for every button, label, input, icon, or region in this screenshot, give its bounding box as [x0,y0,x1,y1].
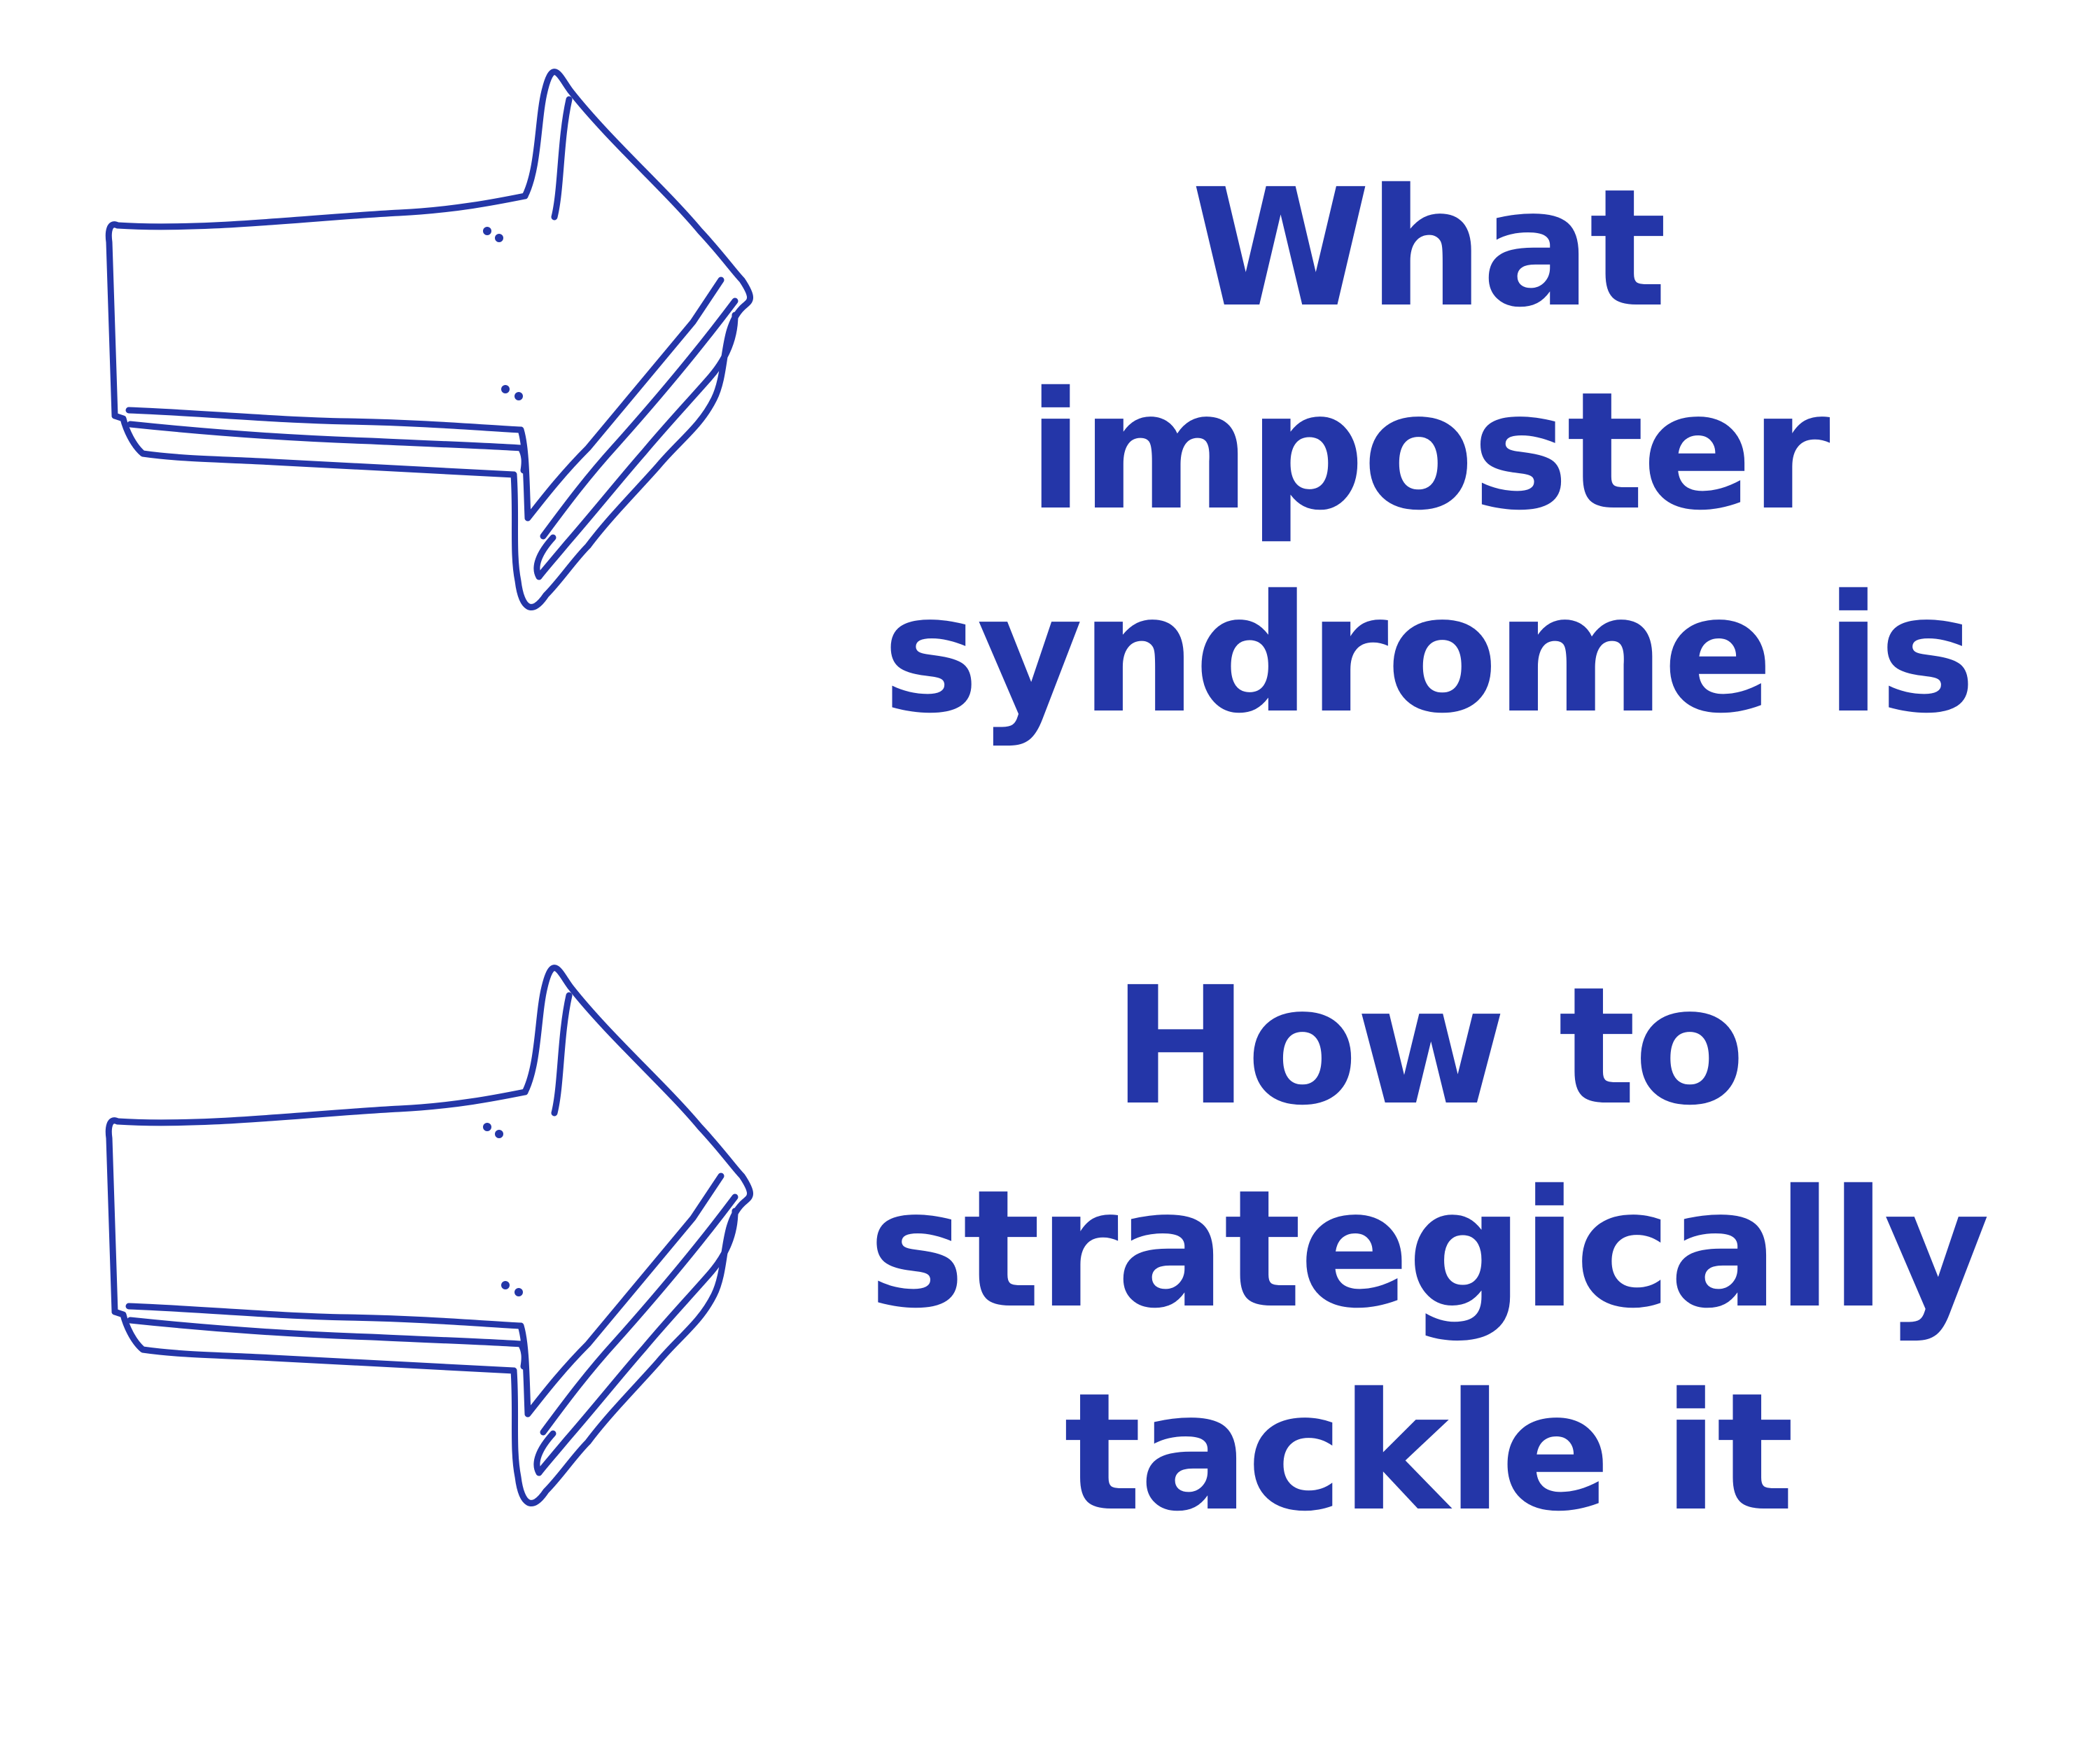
heading-line: tackle it [1063,1358,1794,1547]
heading-line: imposter [1028,357,1830,546]
heading-line: How to [1112,952,1746,1141]
heading-how-to-strategically-tackle-it: How to strategically tackle it [798,945,2058,1554]
heading-line: strategically [868,1155,1989,1344]
heading-line: What [1191,154,1667,343]
heading-what-imposter-syndrome-is: What imposter syndrome is [798,147,2058,756]
hand-drawn-arrow-right-icon [105,69,753,610]
hand-drawn-arrow-right-icon [105,965,753,1506]
heading-line: syndrome is [882,560,1976,749]
